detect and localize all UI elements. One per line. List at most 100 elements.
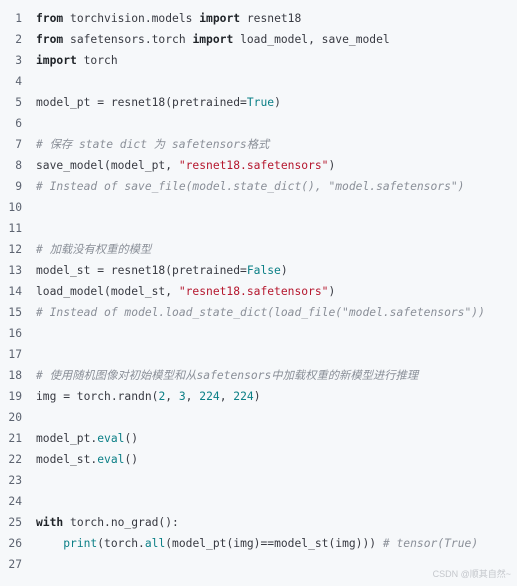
code-line: 8 save_model(model_pt, "resnet18.safetens… [0,155,517,176]
line-number: 7 [15,138,22,151]
code-builtin: eval [97,432,125,445]
code-line: 14 load_model(model_st, "resnet18.safeten… [0,281,517,302]
code-number: 224 [199,390,220,403]
line-code: # Instead of save_file(model.state_dict(… [36,176,464,197]
code-text: model_pt. [36,432,98,445]
code-text: save_model(model_pt, [36,159,179,172]
line-code: import torch [36,50,118,71]
line-number: 6 [15,117,22,130]
line-code: model_st.eval() [36,449,138,470]
code-string: "resnet18.safetensors" [178,285,329,298]
code-line: 5 model_pt = resnet18(pretrained=True) [0,92,517,113]
code-text: model_st = resnet18(pretrained= [36,264,247,277]
code-text: torch.no_grad(): [63,516,179,529]
line-number: 17 [8,348,22,361]
code-text: ) [328,159,336,172]
code-number: 3 [178,390,186,403]
line-code: img = torch.randn(2, 3, 224, 224) [36,386,261,407]
code-keyword: with [36,516,64,529]
code-line: 11 [0,218,517,239]
line-number: 16 [8,327,22,340]
line-code: model_st = resnet18(pretrained=False) [36,260,288,281]
code-line: 7 # 保存 state dict 为 safetensors格式 [0,134,517,155]
line-number: 22 [8,453,22,466]
code-text: , [219,390,234,403]
line-number: 25 [8,516,22,529]
code-line: 6 [0,113,517,134]
line-number: 10 [8,201,22,214]
code-text: load_model, save_model [233,33,390,46]
code-line: 26 print(torch.all(model_pt(img)==model_… [0,533,517,554]
line-number: 12 [8,243,22,256]
code-line: 22 model_st.eval() [0,449,517,470]
line-number: 5 [15,96,22,109]
code-text: torchvision.models [63,12,200,25]
line-number: 14 [8,285,22,298]
code-text: , [165,390,179,403]
code-keyword: from [36,33,64,46]
code-text: (torch. [97,537,145,550]
code-text: () [124,453,139,466]
line-code: load_model(model_st, "resnet18.safetenso… [36,281,335,302]
line-code: # Instead of model.load_state_dict(load_… [36,302,485,323]
code-keyword: import [36,54,77,67]
code-text: ) [253,390,261,403]
line-code: print(torch.all(model_pt(img)==model_st(… [36,533,478,554]
code-builtin: eval [97,453,125,466]
line-code: save_model(model_pt, "resnet18.safetenso… [36,155,335,176]
line-number: 24 [8,495,22,508]
line-code: from torchvision.models import resnet18 [36,8,301,29]
line-number: 1 [15,12,22,25]
code-text: img = torch.randn( [36,390,159,403]
line-number: 15 [8,306,22,319]
code-keyword: import [199,12,241,25]
line-number: 19 [8,390,22,403]
code-text: ) [274,96,281,109]
code-line: 12 # 加载没有权重的模型 [0,239,517,260]
line-number: 26 [8,537,22,550]
code-line: 23 [0,470,517,491]
code-text: resnet18 [240,12,302,25]
code-line: 19 img = torch.randn(2, 3, 224, 224) [0,386,517,407]
code-line: 18# 使用随机图像对初始模型和从safetensors中加载权重的新模型进行推… [0,365,517,386]
line-number: 13 [8,264,22,277]
line-number: 21 [8,432,22,445]
code-line: 17 [0,344,517,365]
code-comment: # 加载没有权重的模型 [36,243,152,256]
code-line: 21 model_pt.eval() [0,428,517,449]
code-builtin: all [144,537,166,550]
line-number: 8 [15,159,22,172]
code-keyword: import [192,33,234,46]
code-text: () [124,432,139,445]
code-text: ) [280,264,288,277]
code-line: 25 with torch.no_grad(): [0,512,517,533]
code-line: 24 [0,491,517,512]
code-text: model_st. [36,453,98,466]
code-line: 9# Instead of save_file(model.state_dict… [0,176,517,197]
line-code: # 加载没有权重的模型 [36,239,151,260]
line-number: 4 [15,75,22,88]
code-line: 10 [0,197,517,218]
code-block: 1 from torchvision.models import resnet18… [0,8,517,575]
line-code: # 使用随机图像对初始模型和从safetensors中加载权重的新模型进行推理 [36,365,418,386]
line-code: model_pt.eval() [36,428,138,449]
line-code: with torch.no_grad(): [36,512,179,533]
line-code: # 保存 state dict 为 safetensors格式 [36,134,269,155]
line-number: 20 [8,411,22,424]
code-builtin: print [63,537,98,550]
code-keyword: from [36,12,64,25]
code-text: torch [76,54,118,67]
code-boolean: True [246,96,275,109]
code-comment: # Instead of model.load_state_dict(load_… [36,306,485,319]
line-number: 23 [8,474,22,487]
line-code: from safetensors.torch import load_model… [36,29,390,50]
code-text: , [185,390,200,403]
code-number: 224 [233,390,254,403]
code-line: 1 from torchvision.models import resnet18 [0,8,517,29]
line-number: 27 [8,558,22,571]
line-code: model_pt = resnet18(pretrained=True) [36,92,281,113]
code-text: load_model(model_st, [36,285,179,298]
code-text: (model_pt(img)==model_st(img))) [165,537,383,550]
